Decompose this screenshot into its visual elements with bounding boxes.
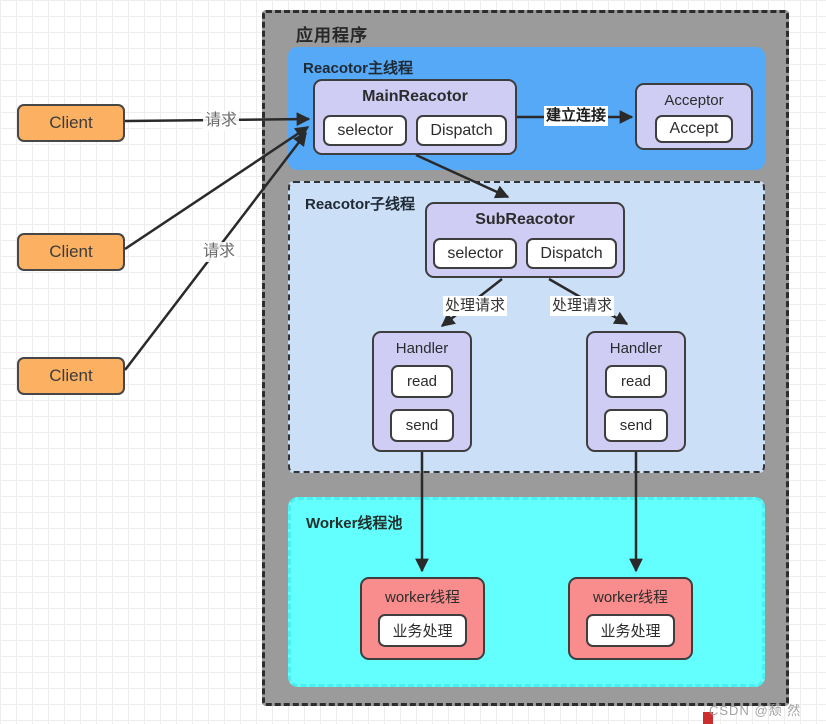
sub-thread-section-title: Reacotor子线程: [305, 196, 416, 213]
sub-reactor-selector-chip: selector: [433, 238, 518, 269]
handler-2-read-chip: read: [604, 365, 668, 398]
watermark-red-mark: [703, 712, 713, 724]
acceptor-accept-chip: Accept: [654, 115, 734, 143]
worker-1-task-chip: 业务处理: [378, 614, 467, 647]
handler-node-2: Handler read send: [586, 331, 686, 452]
worker-node-2: worker线程 业务处理: [568, 577, 693, 660]
handler-node-1: Handler read send: [372, 331, 472, 452]
worker-1-title: worker线程: [384, 589, 460, 606]
main-reactor-node: MainReacotor selector Dispatch: [313, 79, 517, 155]
edge-label-request-2: 请求: [201, 242, 238, 262]
main-reactor-title: MainReacotor: [362, 88, 468, 105]
edge-label-handle-request-2: 处理请求: [550, 296, 615, 316]
worker-node-1: worker线程 业务处理: [360, 577, 485, 660]
client-node-2: Client: [17, 233, 125, 271]
main-reactor-selector-chip: selector: [323, 115, 408, 146]
edge-label-request-1: 请求: [203, 111, 240, 131]
worker-2-title: worker线程: [592, 589, 668, 606]
sub-reactor-node: SubReacotor selector Dispatch: [425, 202, 625, 278]
sub-reactor-dispatch-chip: Dispatch: [526, 238, 617, 269]
main-thread-section-title: Reacotor主线程: [303, 60, 414, 77]
handler-2-title: Handler: [609, 340, 663, 357]
client-node-3: Client: [17, 357, 125, 395]
sub-reactor-children: selector Dispatch: [433, 238, 617, 269]
handler-1-children: read send: [389, 365, 455, 442]
worker-2-task-chip: 业务处理: [586, 614, 675, 647]
worker-pool-section-title: Worker线程池: [306, 515, 403, 532]
handler-1-send-chip: send: [389, 409, 455, 442]
handler-2-send-chip: send: [603, 409, 669, 442]
handler-1-read-chip: read: [390, 365, 454, 398]
edge-label-handle-request-1: 处理请求: [443, 296, 508, 316]
acceptor-title: Acceptor: [664, 92, 724, 109]
application-title: 应用程序: [296, 26, 368, 45]
acceptor-node: Acceptor Accept: [635, 83, 753, 150]
sub-reactor-title: SubReacotor: [475, 211, 575, 228]
edge-label-establish-connection: 建立连接: [544, 106, 609, 126]
main-reactor-dispatch-chip: Dispatch: [416, 115, 507, 146]
handler-2-children: read send: [603, 365, 669, 442]
watermark-text: CSDN @颓 然: [709, 703, 802, 718]
main-reactor-children: selector Dispatch: [323, 115, 507, 146]
client-node-1: Client: [17, 104, 125, 142]
handler-1-title: Handler: [395, 340, 449, 357]
